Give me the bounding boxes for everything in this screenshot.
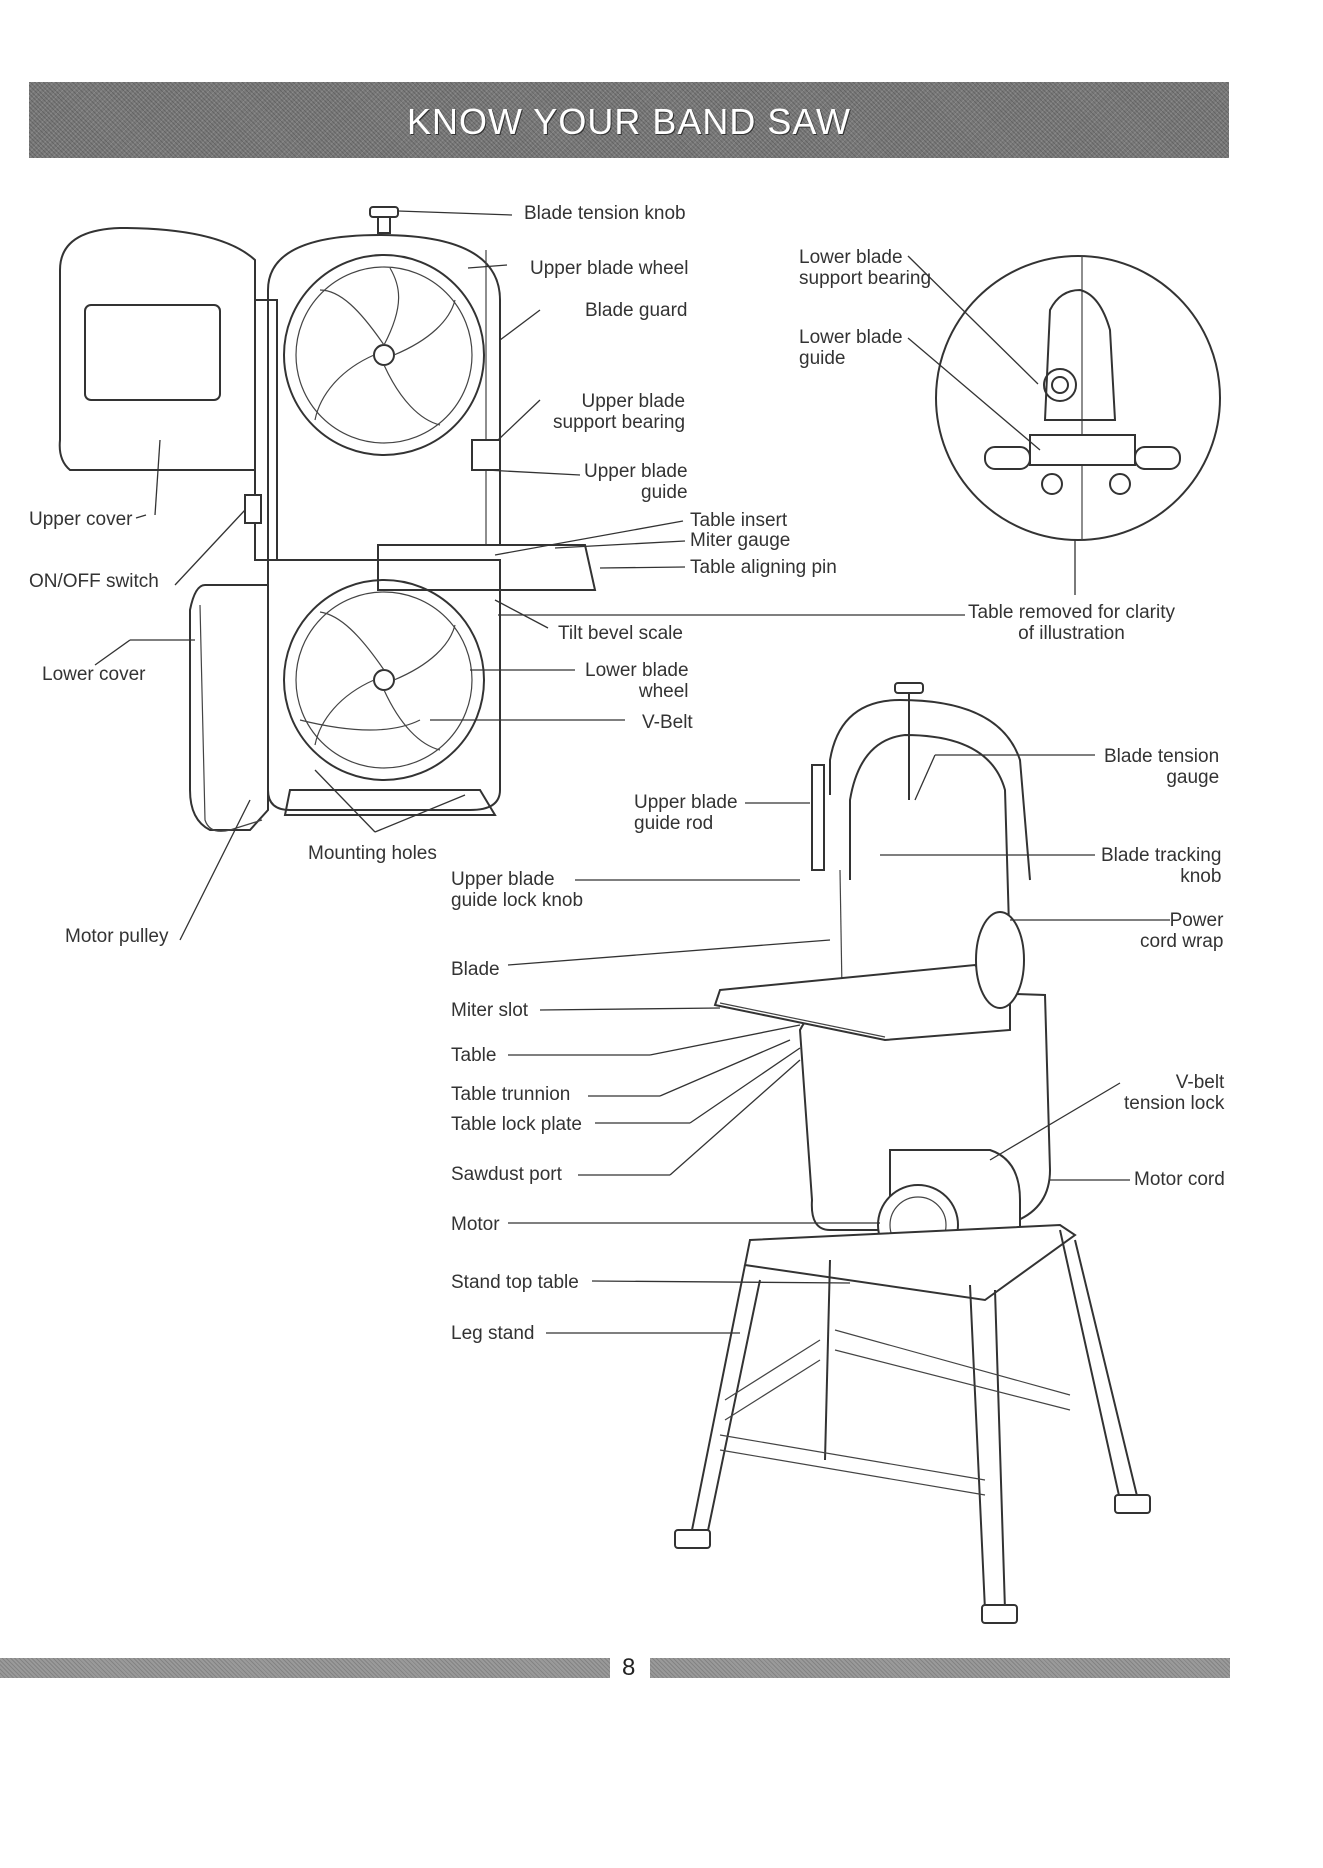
label-stand-top-table: Stand top table — [451, 1272, 579, 1293]
label-power-cord-wrap: Power cord wrap — [1140, 910, 1224, 952]
label-table-lock-plate: Table lock plate — [451, 1114, 582, 1135]
lower-guide-detail — [935, 255, 1221, 541]
label-leg-stand: Leg stand — [451, 1323, 535, 1344]
footer-bar-right — [650, 1658, 1230, 1678]
label-upper-blade-guide-rod: Upper blade guide rod — [634, 792, 738, 834]
page-title: KNOW YOUR BAND SAW — [406, 101, 852, 142]
header-banner: KNOW YOUR BAND SAW — [29, 82, 1229, 158]
label-lower-blade-guide: Lower blade guide — [799, 327, 903, 369]
label-table-aligning-pin: Table aligning pin — [690, 557, 837, 578]
label-table-insert: Table insert — [690, 510, 788, 531]
label-upper-blade-guide-lock-knob: Upper blade guide lock knob — [451, 869, 584, 911]
label-blade-tension-gauge: Blade tension gauge — [1104, 746, 1220, 788]
label-table: Table — [451, 1045, 497, 1066]
label-motor-cord: Motor cord — [1134, 1169, 1225, 1190]
label-v-belt-tension-lock: V-belt tension lock — [1124, 1072, 1225, 1114]
label-lower-blade-support-bearing: Lower blade support bearing — [799, 247, 932, 289]
label-on-off-switch: ON/OFF switch — [29, 571, 159, 592]
label-miter-slot: Miter slot — [451, 1000, 529, 1021]
label-blade: Blade — [451, 959, 500, 980]
label-upper-blade-guide: Upper blade guide — [584, 461, 688, 503]
leader-lines — [94, 210, 1170, 1334]
label-upper-blade-support-bearing: Upper blade support bearing — [553, 391, 686, 433]
footer-bar-left — [0, 1658, 610, 1678]
label-table-removed: Table removed for clarity of illustratio… — [968, 602, 1175, 644]
label-motor-pulley: Motor pulley — [65, 926, 169, 947]
open-saw-drawing — [58, 206, 597, 832]
label-table-trunnion: Table trunnion — [451, 1084, 571, 1105]
label-upper-blade-wheel: Upper blade wheel — [530, 258, 689, 279]
page-number: 8 — [622, 1654, 636, 1681]
saw-on-stand-drawing — [674, 682, 1151, 1624]
label-lower-blade-wheel: Lower blade wheel — [585, 660, 689, 702]
label-v-belt: V-Belt — [642, 712, 693, 733]
label-sawdust-port: Sawdust port — [451, 1164, 562, 1185]
label-tilt-bevel-scale: Tilt bevel scale — [558, 623, 683, 644]
label-motor: Motor — [451, 1214, 500, 1235]
label-miter-gauge: Miter gauge — [690, 530, 791, 551]
label-upper-cover: Upper cover — [29, 509, 133, 530]
label-blade-tension-knob: Blade tension knob — [524, 203, 686, 224]
label-blade-tracking-knob: Blade tracking knob — [1101, 845, 1222, 887]
label-mounting-holes: Mounting holes — [308, 843, 437, 864]
label-blade-guard: Blade guard — [585, 300, 688, 321]
label-lower-cover: Lower cover — [42, 664, 146, 685]
